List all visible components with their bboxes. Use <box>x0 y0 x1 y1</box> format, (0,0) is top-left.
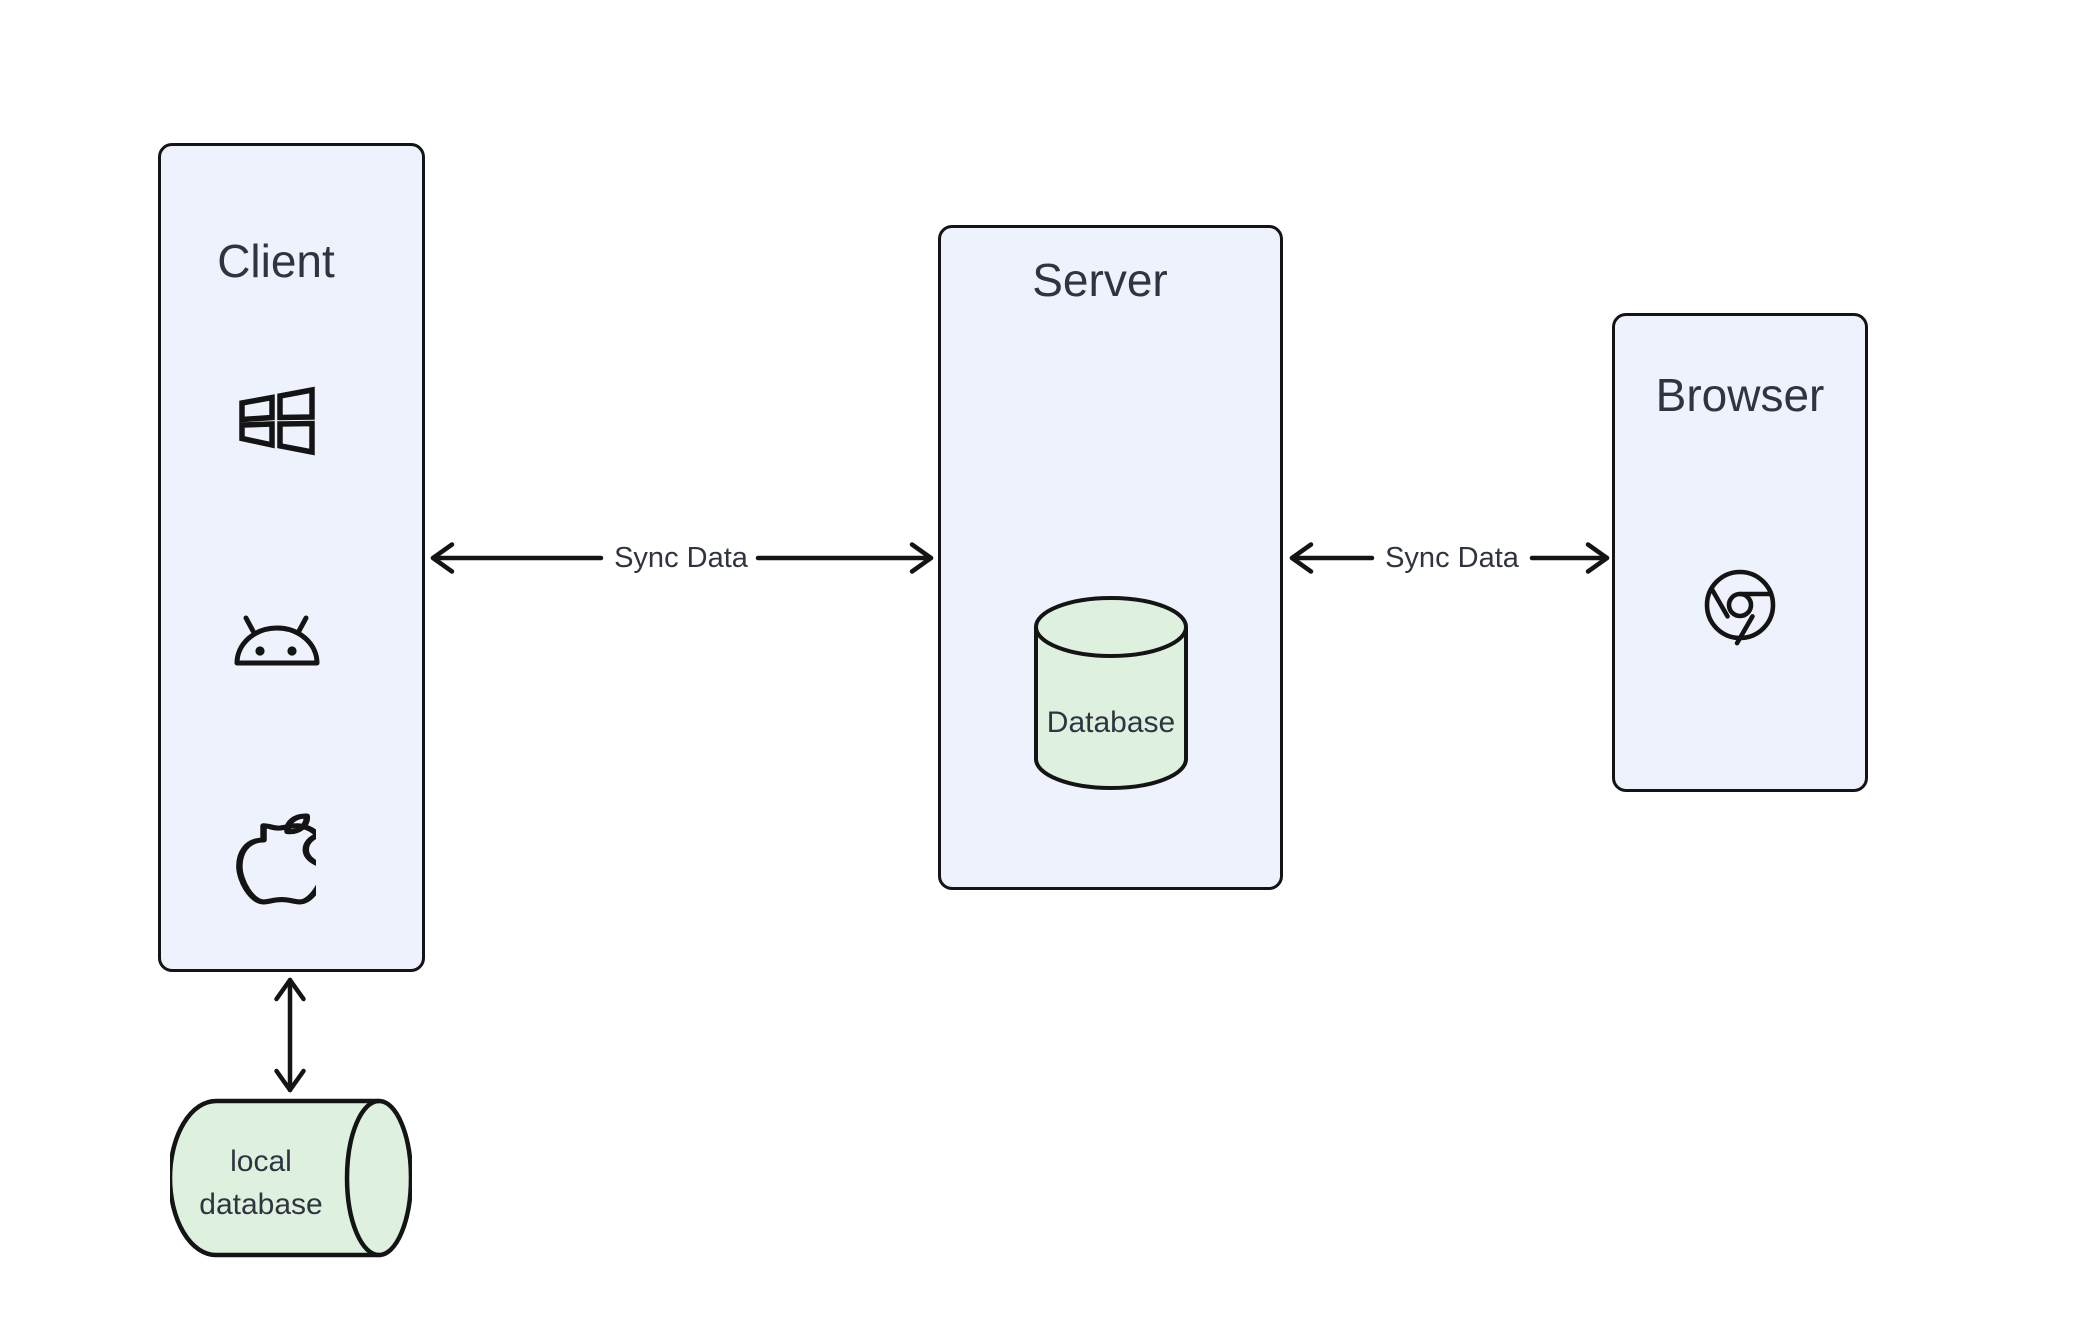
arrowhead-up-icon <box>274 977 306 1002</box>
arrowhead-right-icon <box>909 542 934 574</box>
browser-title: Browser <box>1655 369 1825 421</box>
windows-icon <box>239 386 315 456</box>
arrowhead-left-icon <box>430 542 455 574</box>
arrowhead-right-icon <box>1585 542 1610 574</box>
android-icon <box>234 615 320 666</box>
database-label: Database <box>1046 706 1176 739</box>
arrowhead-left-icon <box>1289 542 1314 574</box>
server-title: Server <box>1032 254 1168 306</box>
edge-label-client-server: Sync Data <box>614 542 748 574</box>
edge-label-server-browser: Sync Data <box>1385 542 1519 574</box>
browser-node <box>1612 313 1868 792</box>
chrome-icon <box>1704 569 1776 646</box>
local-database-label: local database <box>199 1145 323 1221</box>
database-cylinder <box>1034 596 1188 790</box>
arrowhead-down-icon <box>274 1068 306 1093</box>
local-database-cylinder <box>170 1098 412 1258</box>
apple-icon <box>236 813 316 905</box>
client-title: Client <box>217 235 335 287</box>
